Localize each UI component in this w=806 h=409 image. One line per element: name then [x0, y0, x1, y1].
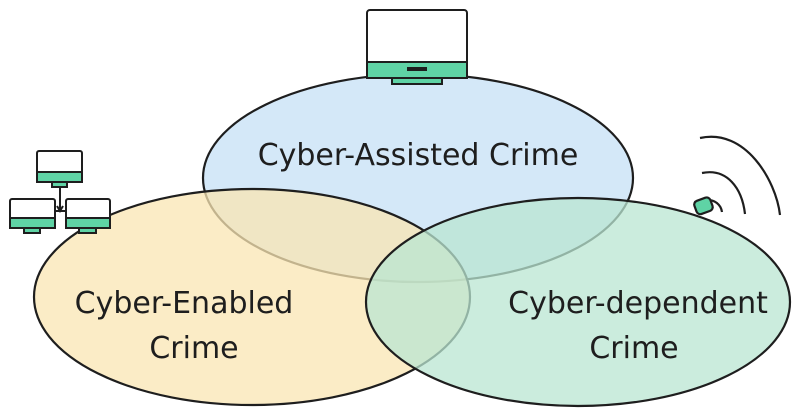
- network-monitor-top: [36, 150, 83, 188]
- wireless-signal-icon: [693, 135, 782, 216]
- network-monitor-left: [9, 198, 56, 234]
- label-cyber-assisted-crime: Cyber-Assisted Crime: [258, 138, 579, 173]
- label-cyber-dependent-crime: Crime: [589, 331, 678, 366]
- label-cyber-dependent: Cyber-dependent: [508, 286, 768, 321]
- label-cyber-enabled: Cyber-Enabled: [75, 286, 294, 321]
- network-icon: [9, 150, 111, 234]
- label-cyber-enabled-crime: Crime: [149, 331, 238, 366]
- network-connectors: [56, 188, 66, 213]
- ellipse-cyber-dependent: [364, 196, 792, 408]
- venn-ellipses: [32, 72, 792, 408]
- network-monitor-right: [65, 198, 111, 234]
- monitor-icon: [366, 9, 468, 85]
